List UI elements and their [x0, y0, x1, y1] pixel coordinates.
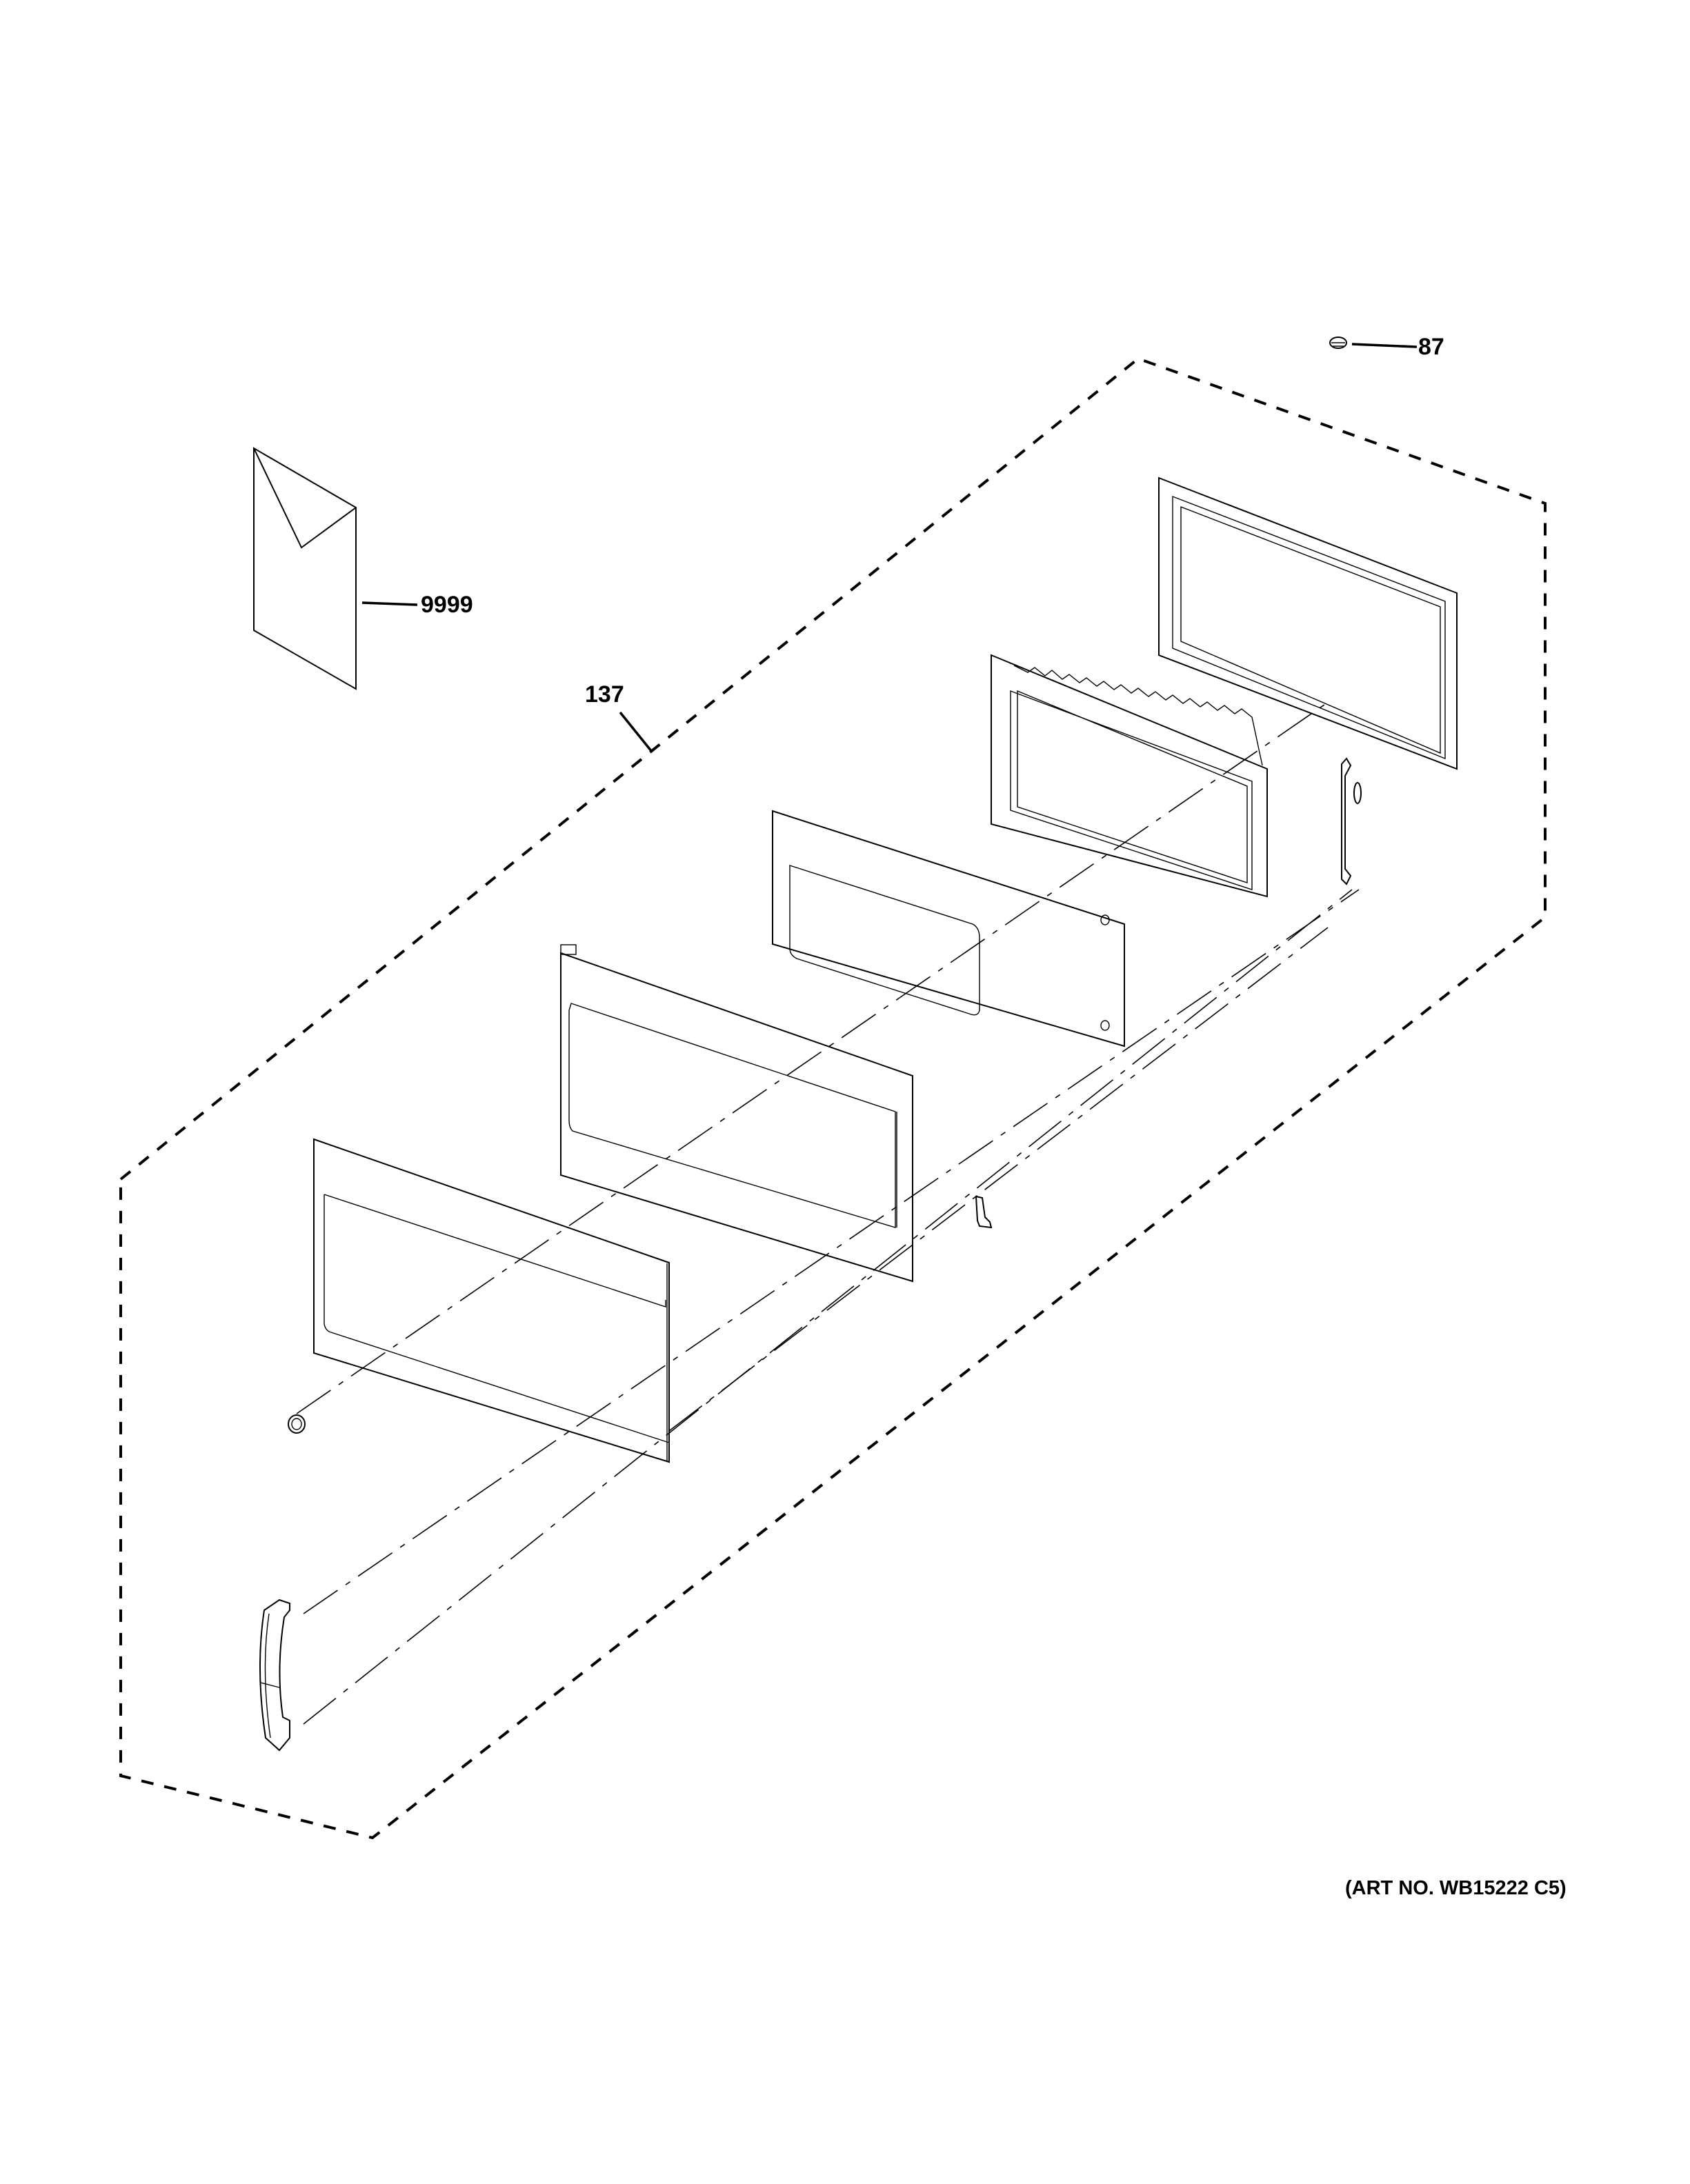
rear-choke-frame — [1158, 477, 1458, 770]
inner-door-frame — [991, 654, 1268, 898]
callout-137: 137 — [585, 681, 624, 708]
handle-bracket — [975, 1195, 993, 1229]
leader-137 — [619, 711, 653, 753]
callout-9999: 9999 — [421, 592, 473, 618]
leader-9999 — [361, 601, 418, 606]
clip-87-icon — [1329, 337, 1347, 349]
outer-door-panel — [313, 1138, 670, 1463]
art-number: (ART NO. WB15222 C5) — [1345, 1877, 1567, 1899]
door-badge — [288, 1414, 306, 1434]
door-handle — [259, 1599, 290, 1752]
door-inner-frame — [560, 944, 913, 1283]
explode-axes — [296, 699, 1360, 1725]
leader-87 — [1351, 343, 1418, 348]
latch-spring — [1353, 782, 1362, 804]
latch-hook — [1341, 757, 1352, 885]
door-glass-panel — [772, 810, 1125, 1048]
assembly-boundary — [119, 357, 1547, 1840]
envelope-9999-icon — [253, 447, 357, 690]
callout-87: 87 — [1418, 334, 1444, 360]
